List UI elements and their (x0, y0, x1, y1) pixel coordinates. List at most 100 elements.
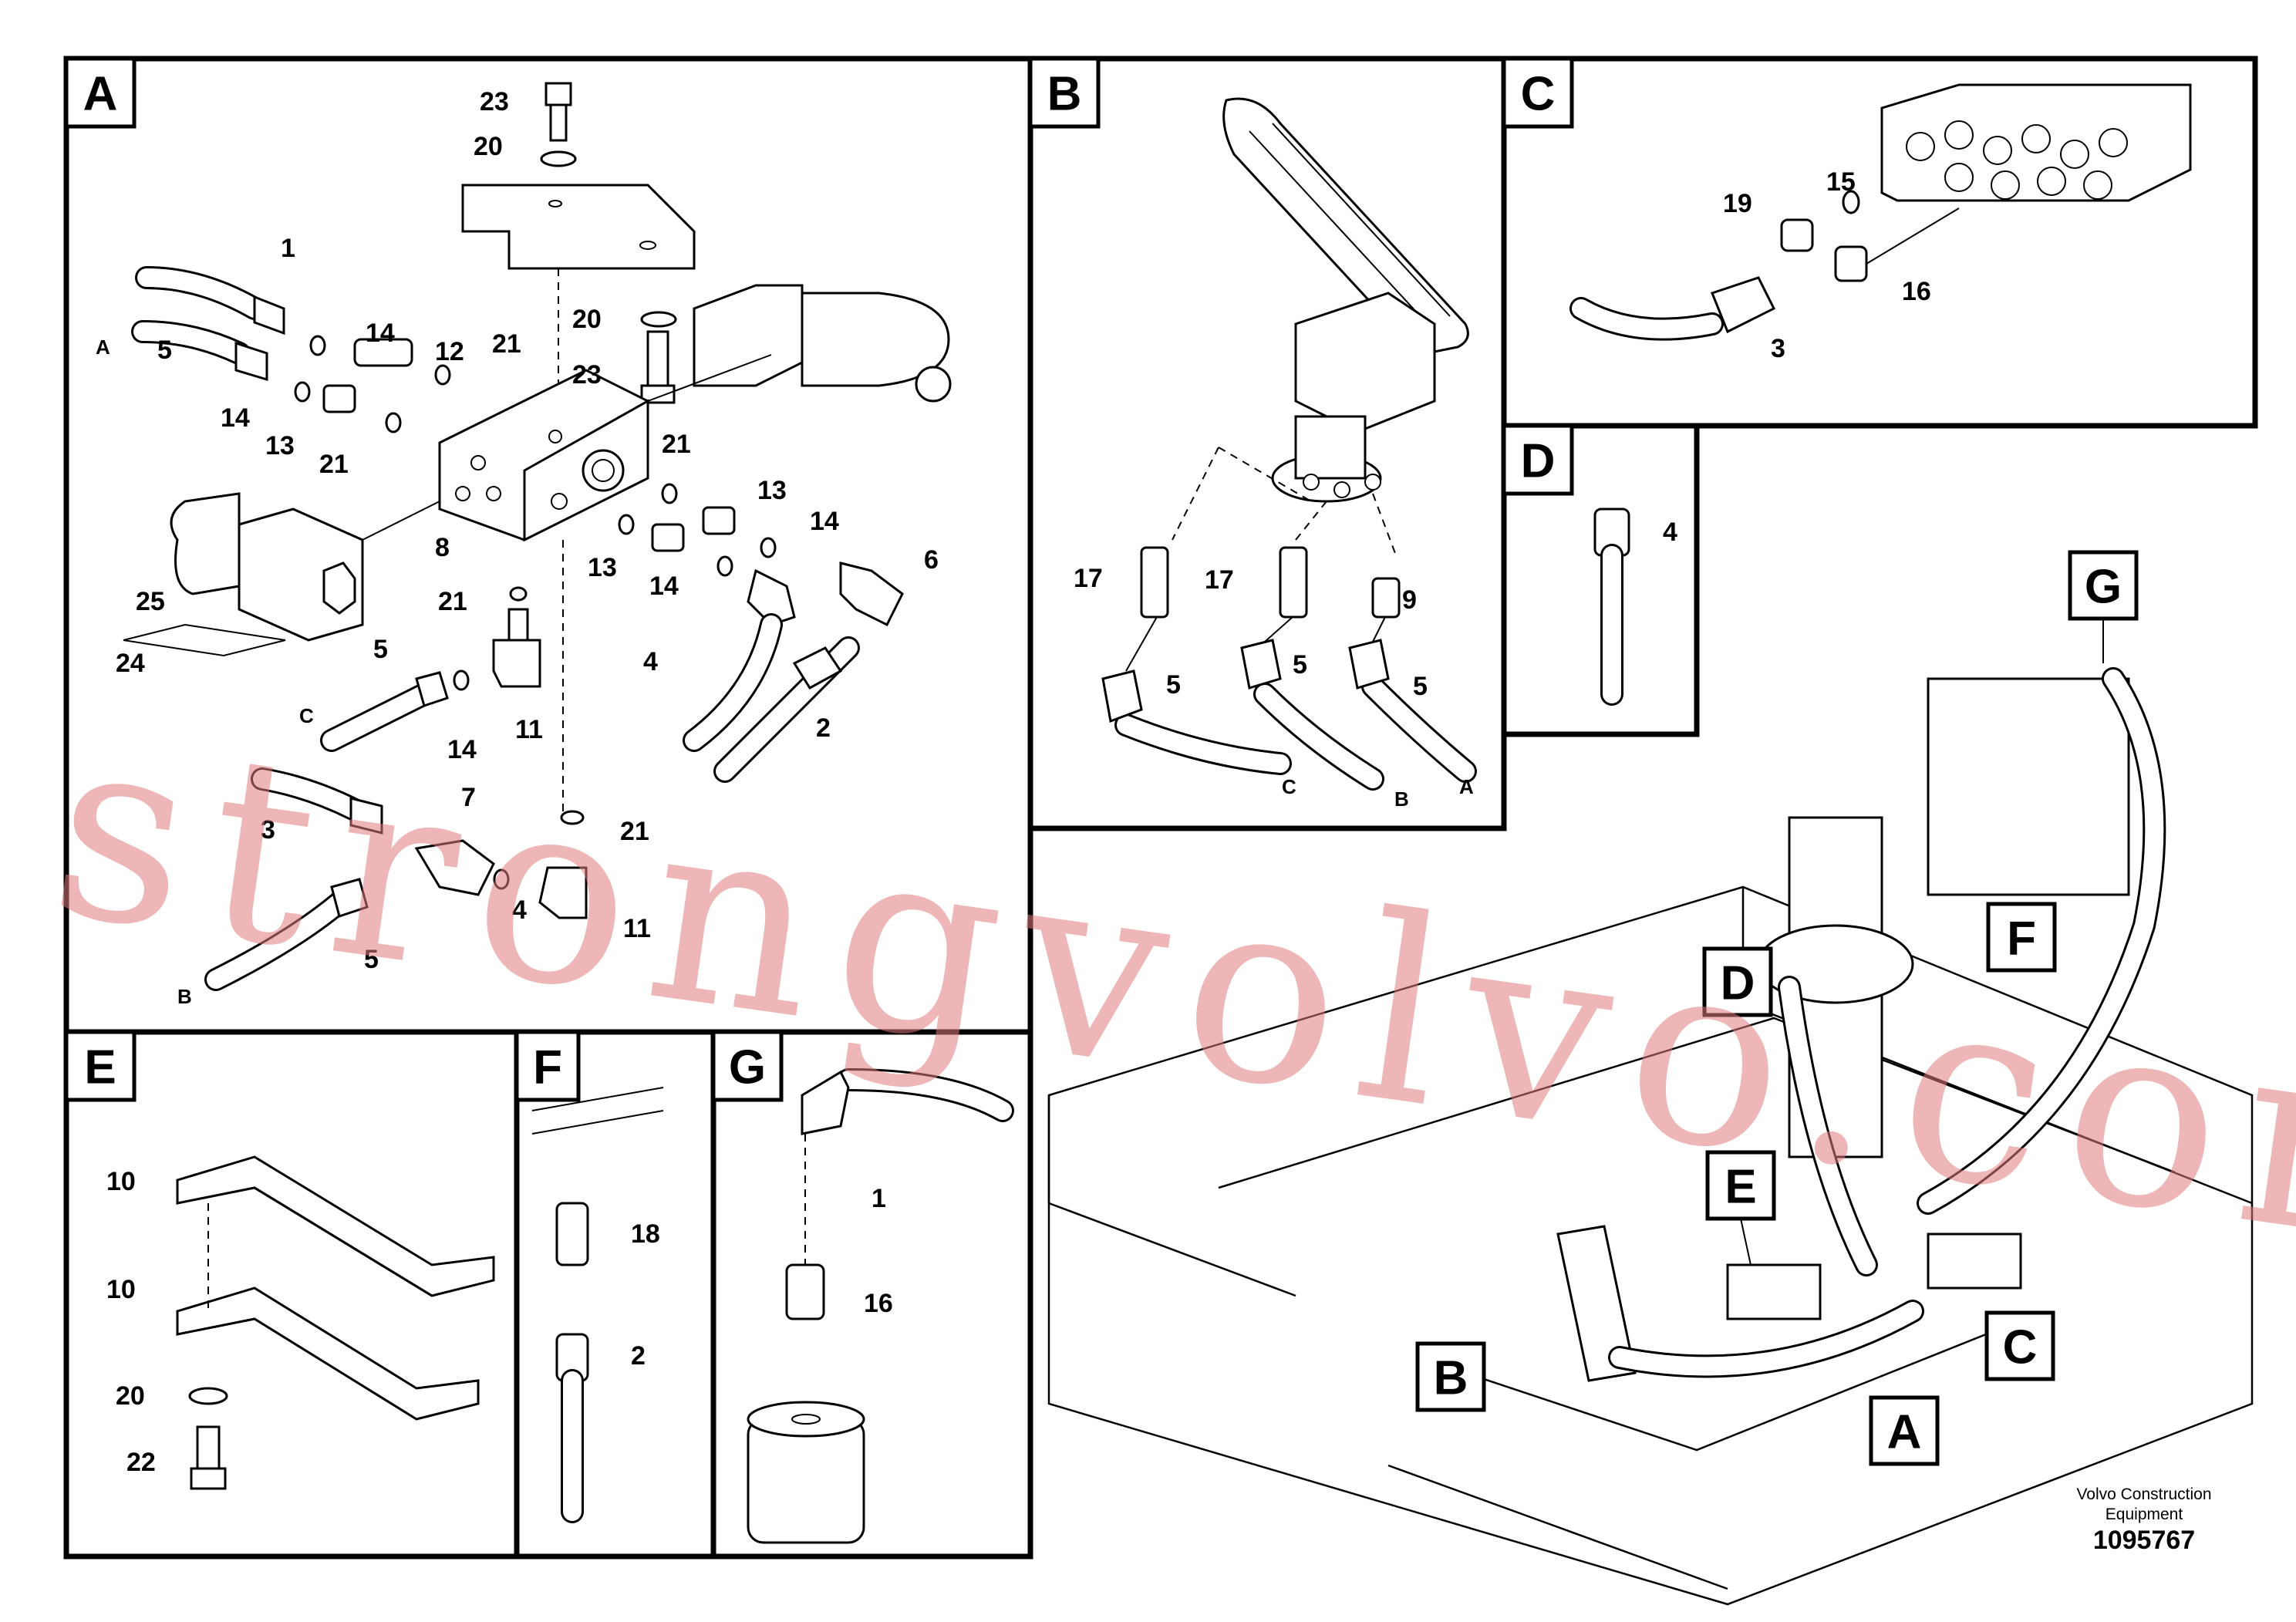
panel-tag-c: C (1502, 56, 1574, 129)
tee-7-icon (414, 839, 495, 896)
panel-c-drawing (1569, 83, 2192, 341)
callout-a-14-low: 14 (447, 735, 477, 764)
tee-11-bottom-icon (538, 866, 588, 919)
overview-tag-b-text: B (1434, 1352, 1468, 1405)
overview-tag-b: B (1415, 1341, 1486, 1412)
solenoid-left-icon (170, 492, 241, 595)
washer-mid-icon (640, 311, 677, 328)
cylinder-port-icon (747, 1418, 865, 1544)
overview-block-e-icon (1726, 1263, 1822, 1320)
overview-tag-f-text: F (2007, 912, 2036, 966)
panel-c-frame (1501, 56, 2258, 429)
overview-tag-d: D (1702, 946, 1773, 1017)
elbow-6-icon (839, 561, 904, 627)
adapter-16-g-icon (785, 1263, 825, 1320)
adapter-12-icon (353, 338, 413, 367)
panel-tag-b: B (1028, 56, 1101, 129)
callout-e-10-bottom: 10 (106, 1275, 136, 1304)
port-label-b-b: B (1394, 787, 1409, 811)
callout-a-13-right: 13 (757, 476, 787, 505)
panel-tag-f-text: F (533, 1041, 562, 1094)
callout-f-2: 2 (631, 1341, 646, 1371)
callout-a-5-mid: 5 (373, 635, 388, 664)
panel-b-drawing (1101, 97, 1477, 791)
adapter-9-icon (1371, 577, 1401, 619)
callout-a-8: 8 (435, 533, 450, 562)
adapter-18-icon (555, 1202, 589, 1266)
overview-tag-f: F (1986, 902, 2057, 973)
callout-b-5-c: 5 (1166, 670, 1181, 700)
bolt-22-icon (196, 1425, 221, 1475)
panel-d-drawing: 4 (1593, 508, 1677, 706)
panel-a-callouts: 23 20 1 14 12 21 5 14 13 21 20 23 21 13 … (96, 87, 939, 1008)
mounting-plate-icon (461, 184, 696, 270)
bolt-top-head-icon (544, 82, 572, 106)
callout-c-19: 19 (1723, 189, 1752, 218)
panel-d-frame (1501, 423, 1700, 737)
callout-a-13-left: 13 (265, 431, 295, 460)
callout-a-2: 2 (816, 713, 831, 743)
panel-f-drawing (531, 1087, 664, 1523)
callout-a-20-top: 20 (474, 132, 503, 161)
callout-a-4: 4 (643, 647, 658, 676)
callout-a-25: 25 (136, 587, 165, 616)
panel-tag-e-text: E (84, 1041, 116, 1094)
adapter-17-left-icon (1140, 546, 1169, 619)
adapter-13-left-icon (322, 384, 356, 413)
overview-tag-c-text: C (2003, 1321, 2038, 1374)
pedal-valve-icon (1294, 292, 1436, 433)
callout-a-1: 1 (281, 234, 295, 263)
callout-a-21-bottom: 21 (620, 817, 649, 846)
callout-a-5-bottom: 5 (364, 945, 379, 974)
washer-20-e-icon (188, 1387, 228, 1405)
panel-tag-b-text: B (1047, 68, 1082, 121)
panel-tags: A B C D E F G (64, 56, 1574, 1102)
panel-c-callouts: 15 19 16 3 (1723, 167, 1931, 363)
manifold-ports (1906, 120, 2128, 200)
overview-block-c-icon (1927, 1233, 2022, 1290)
callout-d-4: 4 (1663, 518, 1677, 547)
callout-a-14-top: 14 (366, 319, 395, 348)
callout-b-17-left: 17 (1074, 564, 1103, 593)
callout-a-11-top: 11 (515, 715, 543, 744)
overview-tag-g: G (2068, 550, 2139, 663)
panel-tag-e: E (64, 1030, 137, 1102)
pedal-icon (1222, 97, 1469, 356)
callout-a-24: 24 (116, 649, 145, 678)
callout-e-22: 22 (126, 1448, 156, 1477)
callout-a-20-mid: 20 (572, 305, 602, 334)
callout-e-10-top: 10 (106, 1167, 136, 1196)
panel-f-callouts: 18 2 (631, 1219, 660, 1371)
callout-c-15: 15 (1826, 167, 1856, 197)
caption-line-1: Volvo Construction (2076, 1485, 2211, 1503)
callout-a-4-bottom: 4 (512, 895, 527, 925)
washer-top-icon (540, 150, 577, 167)
callout-a-12: 12 (435, 337, 464, 366)
port-label-a-b: B (177, 985, 192, 1008)
panel-f-frame (514, 1029, 716, 1560)
panel-e-callouts: 10 10 20 22 (106, 1167, 156, 1477)
adapter-16-c-icon (1834, 245, 1868, 282)
callout-a-23-mid: 23 (572, 360, 602, 389)
callout-b-9: 9 (1402, 585, 1417, 615)
overview-tag-a: A (1869, 1395, 1940, 1466)
callout-a-3: 3 (261, 815, 275, 845)
panel-b-callouts: 17 17 9 5 5 5 C B A (1074, 564, 1474, 811)
callout-a-5-top: 5 (157, 336, 172, 365)
overview-drawing (1047, 667, 2254, 1606)
plug-19-icon (1780, 218, 1814, 252)
callout-a-21-right: 21 (662, 430, 691, 459)
callout-a-14-right: 14 (810, 507, 839, 536)
panel-tag-f: F (514, 1030, 581, 1102)
callout-a-21-low: 21 (438, 587, 467, 616)
tee-11-top-icon (492, 639, 541, 688)
panel-tag-d: D (1502, 423, 1574, 496)
bracket-10-bottom-icon (176, 1286, 480, 1421)
callout-b-5-b: 5 (1293, 650, 1307, 679)
callout-g-1: 1 (872, 1184, 886, 1213)
overview-tag-g-text: G (2085, 561, 2122, 614)
caption: Volvo Construction Equipment 1095767 (2076, 1485, 2211, 1555)
callout-a-23-top: 23 (480, 87, 509, 116)
panel-tag-c-text: C (1521, 68, 1556, 121)
